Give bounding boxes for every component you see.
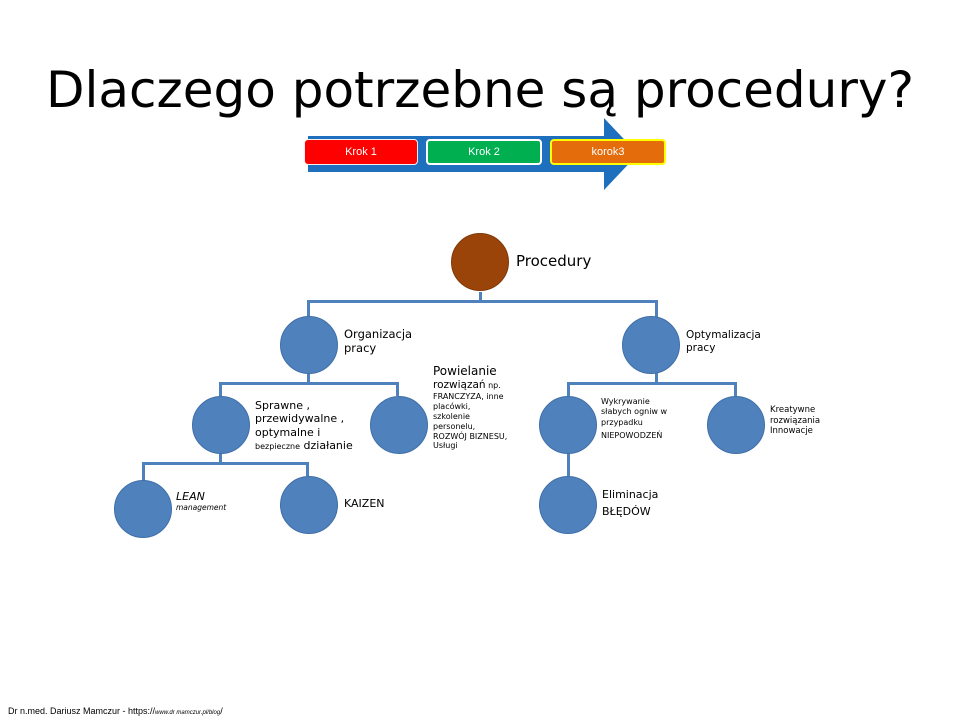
connector: [734, 382, 737, 396]
step-2-label: Krok 2: [468, 146, 500, 158]
node-kreatywne: [707, 396, 765, 454]
connector: [142, 462, 145, 482]
connector: [567, 382, 570, 396]
connector: [655, 300, 658, 318]
node-lean-label: LEAN management: [176, 490, 227, 513]
node-wykrywanie: [539, 396, 597, 454]
node-powielanie: [370, 396, 428, 454]
node-kreatywne-label: Kreatywne rozwiązania Innowacje: [770, 405, 821, 437]
node-eliminacja-label: Eliminacja BŁĘDÓW: [602, 488, 659, 519]
node-kaizen-label: KAIZEN: [344, 497, 385, 510]
connector: [219, 382, 222, 396]
step-1-label: Krok 1: [345, 146, 377, 158]
root-label: Procedury: [516, 252, 592, 270]
connector: [655, 372, 658, 384]
step-2-box: Krok 2: [426, 139, 542, 165]
node-optymalizacja: [622, 316, 680, 374]
step-1-box: Krok 1: [304, 139, 418, 165]
connector: [307, 372, 310, 384]
node-organizacja-label: Organizacja pracy: [344, 327, 413, 356]
footer-credit: Dr n.med. Dariusz Mamczur - https://www.…: [8, 706, 223, 716]
connector: [307, 300, 657, 303]
node-kaizen: [280, 476, 338, 534]
node-sprawne: [192, 396, 250, 454]
node-wykrywanie-label: Wykrywanie słabych ogniw w przypadku NIE…: [601, 397, 668, 441]
node-sprawne-label: Sprawne , przewidywalne , optymalne i be…: [255, 399, 353, 453]
slide-title: Dlaczego potrzebne są procedury?: [45, 61, 915, 119]
connector: [219, 452, 222, 464]
node-eliminacja: [539, 476, 597, 534]
step-3-label: korok3: [591, 146, 625, 158]
connector: [479, 292, 482, 302]
node-optymalizacja-label: Optymalizacja pracy: [686, 329, 761, 354]
connector: [142, 462, 308, 465]
connector: [306, 462, 309, 476]
connector: [567, 382, 737, 385]
node-powielanie-label: Powielanie rozwiązań np. FRANCZYZA, inne…: [433, 364, 508, 451]
node-organizacja: [280, 316, 338, 374]
connector: [567, 452, 570, 476]
connector: [219, 382, 399, 385]
connector: [307, 300, 310, 318]
step-3-box: korok3: [550, 139, 666, 165]
connector: [396, 382, 399, 396]
node-lean: [114, 480, 172, 538]
root-node: [451, 233, 509, 291]
